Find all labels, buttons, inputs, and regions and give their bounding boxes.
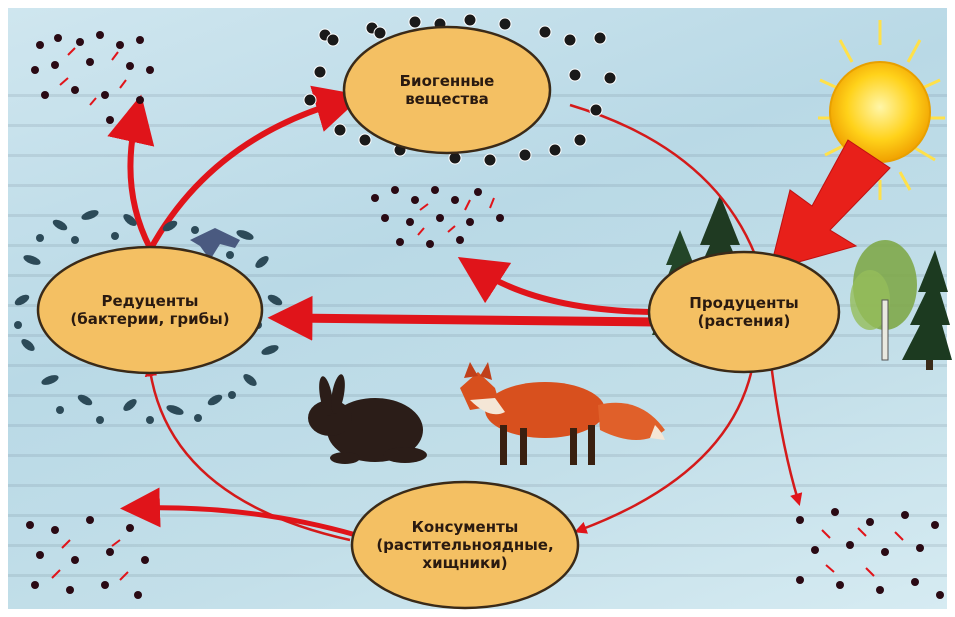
arrow-consumers-to-particles [120,487,359,538]
node-producers-line2: (растения) [697,312,791,330]
node-decomposers-line1: Редуценты [101,292,199,310]
node-consumers-ellipse [350,480,580,610]
fox-icon [460,362,665,465]
molecule-icon [26,516,149,599]
birch-tree-icon [850,240,917,361]
node-decomposers-line2: (бактерии, грибы) [70,310,230,328]
arrow-biogenic-to-producers [569,103,764,274]
node-producers-line1: Продуценты [689,294,799,312]
node-consumers-line2: (растительноядные, [376,536,554,554]
spruce-tree-icon [902,250,952,370]
node-decomposers-label: Редуценты (бактерии, грибы) [50,292,250,328]
node-biogenic-label: Биогенные вещества [357,72,537,108]
arrow-producers-to-consumers [574,351,757,534]
arrow-decomposers-to-particles [107,94,155,251]
node-biogenic-ellipse [342,25,552,155]
arrow-producers-to-decomposers [267,295,660,341]
molecule-icon [371,186,504,248]
node-consumers-line3: хищники) [422,554,508,572]
bacteria-icon [14,210,283,424]
molecule-icon [796,508,944,599]
node-consumers-label: Консументы (растительноядные, хищники) [355,518,575,572]
mushroom-icon [190,228,240,260]
molecule-icon [31,31,154,124]
node-decomposers-ellipse [36,245,264,375]
node-producers-label: Продуценты (растения) [654,294,834,330]
node-biogenic-line2: вещества [405,90,489,108]
sunlight-arrow [769,139,891,271]
sun-icon [818,20,945,200]
node-biogenic-line1: Биогенные [399,72,495,90]
arrow-producers-to-particles-center [457,256,653,315]
arrow-decomposers-to-biogenic [147,85,364,253]
rabbit-icon [308,374,427,464]
node-producers-ellipse [647,250,841,374]
arrow-producers-to-particles [768,354,803,506]
node-consumers-line1: Консументы [411,518,519,536]
molecule-icon [303,13,617,167]
arrow-consumers-to-decomposers [144,363,351,542]
